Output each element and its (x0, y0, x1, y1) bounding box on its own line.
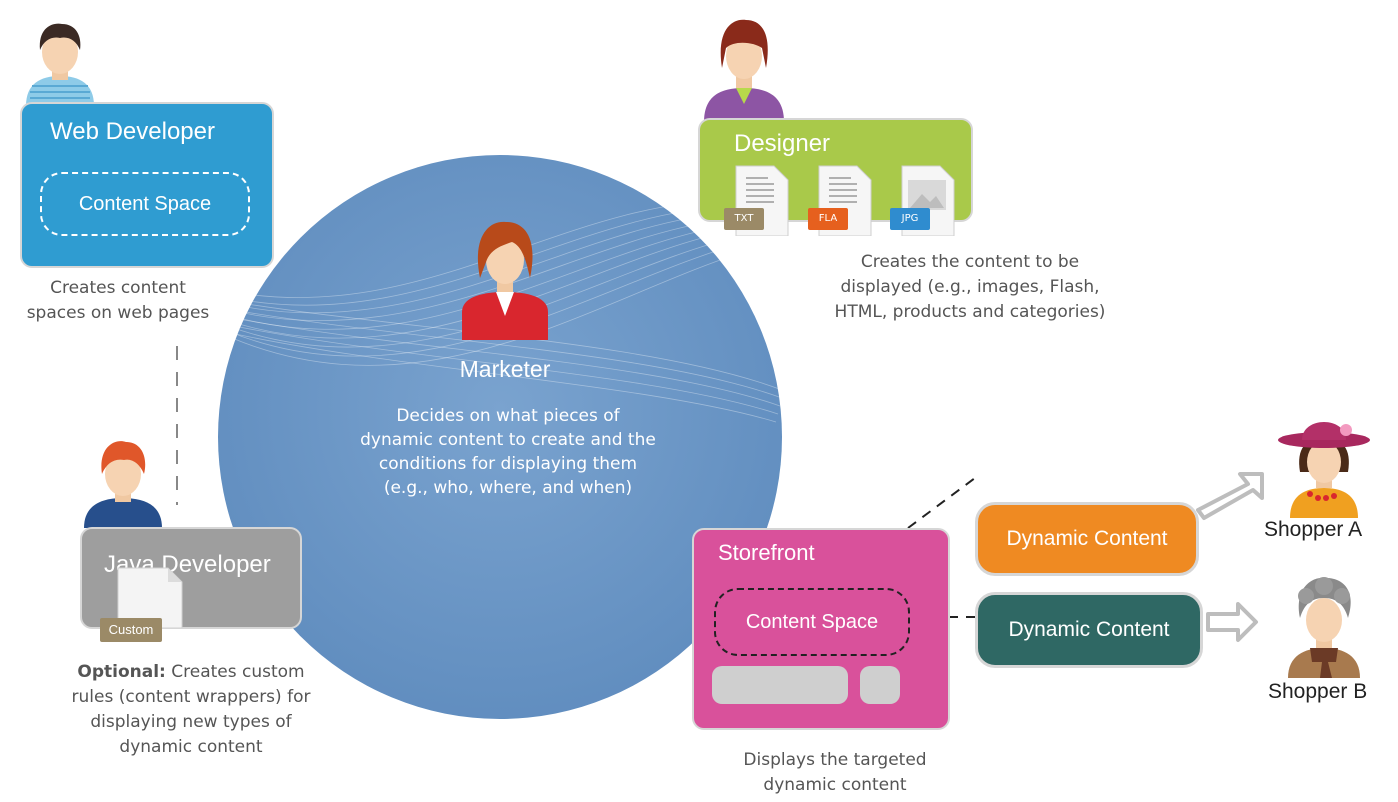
storefront-block-small (860, 666, 900, 704)
description-line: Decides on what pieces of (396, 406, 620, 426)
fla-file-tag: FLA (808, 208, 848, 230)
caption-line: displayed (e.g., images, Flash, (840, 277, 1100, 297)
java-developer-caption: Optional: Creates custom rules (content … (56, 660, 326, 760)
jpg-file-tag: JPG (890, 208, 930, 230)
marketer-circle (218, 155, 782, 719)
content-space-placeholder: Content Space (40, 172, 250, 236)
storefront-card[interactable]: Storefront Content Space (692, 528, 950, 730)
caption-line: Displays the targeted (743, 750, 927, 770)
shopper-a-label: Shopper A (1264, 518, 1363, 541)
storefront-block-wide (712, 666, 848, 704)
description-line: dynamic content to create and the (360, 430, 656, 450)
caption-line: spaces on web pages (26, 303, 210, 323)
optional-label: Optional: (77, 662, 166, 682)
arrow-right-icon (1206, 602, 1258, 642)
java-developer-avatar (84, 441, 162, 528)
shopper-a-avatar (1278, 422, 1370, 518)
storefront-caption: Displays the targeted dynamic content (700, 748, 970, 798)
caption-line: Creates content (50, 278, 186, 298)
caption-line: Optional: Creates custom (56, 660, 326, 685)
arrow-right-icon (1196, 472, 1264, 520)
storefront-content-space[interactable]: Content Space (714, 588, 910, 656)
caption-line: rules (content wrappers) for (71, 687, 311, 707)
caption-line: dynamic content (119, 737, 263, 757)
txt-file-tag: TXT (724, 208, 764, 230)
caption-text: Creates custom (165, 662, 305, 682)
content-space-label: Content Space (78, 192, 212, 215)
connector-dynamic-a (907, 477, 976, 529)
designer-caption: Creates the content to be displayed (e.g… (800, 250, 1140, 325)
shopper-b-avatar (1288, 577, 1360, 678)
marketer-description: Decides on what pieces of dynamic conten… (320, 404, 696, 500)
description-line: (e.g., who, where, and when) (383, 478, 633, 498)
shopper-b-label: Shopper B (1268, 680, 1368, 703)
caption-line: HTML, products and categories) (834, 302, 1106, 322)
designer-title: Designer (734, 130, 831, 157)
dynamic-content-a[interactable]: Dynamic Content (975, 502, 1199, 576)
marketer-title: Marketer (459, 356, 551, 382)
web-developer-title: Web Developer (50, 118, 215, 145)
web-developer-caption: Creates content spaces on web pages (0, 276, 236, 326)
caption-line: dynamic content (763, 775, 907, 795)
description-line: conditions for displaying them (378, 454, 638, 474)
dynamic-content-b[interactable]: Dynamic Content (975, 592, 1203, 668)
caption-line: Creates the content to be (860, 252, 1080, 272)
marketer-avatar (462, 221, 548, 340)
storefront-title: Storefront (718, 540, 815, 565)
caption-line: displaying new types of (90, 712, 292, 732)
java-developer-card[interactable]: Java Developer (80, 527, 302, 629)
web-developer-card[interactable]: Web Developer Content Space (20, 102, 274, 268)
custom-file-tag: Custom (100, 618, 162, 642)
designer-avatar (704, 19, 784, 122)
web-developer-avatar (26, 23, 94, 106)
content-space-label: Content Space (745, 610, 879, 633)
